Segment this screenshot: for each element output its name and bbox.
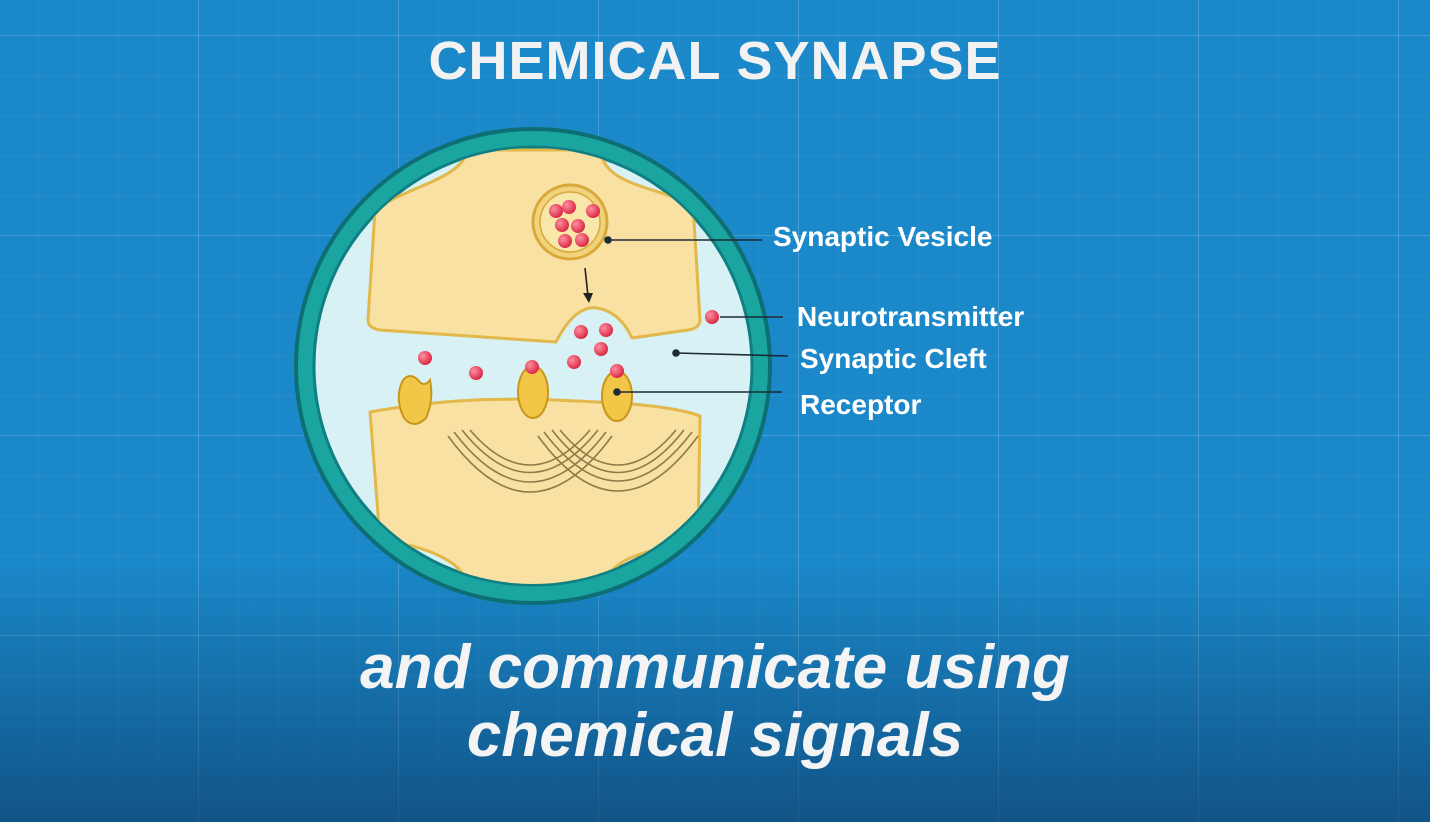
neurotransmitter [555, 218, 569, 232]
label-synaptic-vesicle: Synaptic Vesicle [773, 221, 993, 252]
caption-line-1: and communicate using [360, 633, 1070, 702]
neurotransmitter [574, 325, 588, 339]
neurotransmitter [418, 351, 432, 365]
neurotransmitter [469, 366, 483, 380]
neurotransmitter [562, 200, 576, 214]
leader-line-cleft [675, 352, 789, 357]
neurotransmitter [567, 355, 581, 369]
neurotransmitter [610, 364, 624, 378]
label-neurotransmitter: Neurotransmitter [797, 301, 1025, 332]
release-arrow [583, 267, 593, 303]
neurotransmitter [525, 360, 539, 374]
signal-waves [447, 429, 699, 493]
label-synaptic-cleft: Synaptic Cleft [800, 343, 987, 374]
receptor-1 [397, 375, 433, 425]
neurotransmitters [418, 200, 719, 380]
receptor-3 [601, 370, 633, 422]
neurotransmitter [571, 219, 585, 233]
neurotransmitter [586, 204, 600, 218]
neurotransmitter [599, 323, 613, 337]
leader-lines [604, 236, 789, 396]
neurotransmitter [575, 233, 589, 247]
postsynaptic-terminal [368, 397, 702, 584]
neurotransmitter [558, 234, 572, 248]
neurotransmitter [594, 342, 608, 356]
neurotransmitter-outside [705, 310, 719, 324]
neurotransmitter [549, 204, 563, 218]
caption-line-2: chemical signals [466, 701, 964, 770]
diagram-title: CHEMICAL SYNAPSE [428, 31, 1002, 91]
label-receptor: Receptor [800, 389, 922, 420]
